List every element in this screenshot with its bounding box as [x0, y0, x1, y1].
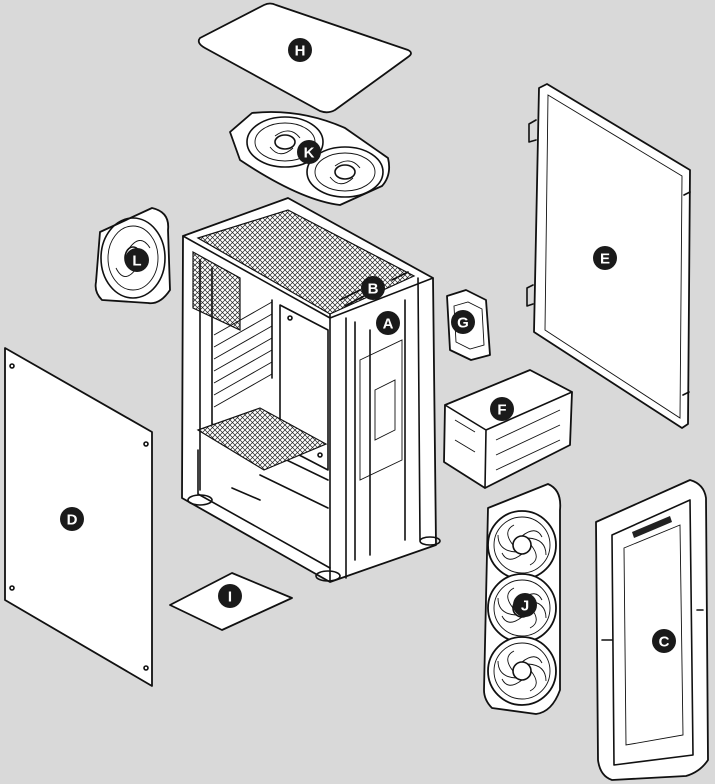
badge-f: F — [490, 397, 514, 421]
badge-l: L — [125, 248, 149, 272]
badge-b-label: B — [368, 281, 379, 298]
badge-g: G — [451, 310, 475, 334]
badge-c-label: C — [659, 634, 670, 651]
badge-e-label: E — [600, 251, 610, 268]
badge-d: D — [60, 507, 84, 531]
badge-d-label: D — [67, 512, 78, 529]
part-c-front-panel — [596, 480, 708, 780]
badge-h: H — [288, 38, 312, 62]
badge-b: B — [361, 276, 385, 300]
badge-j: J — [513, 593, 537, 617]
main-chassis — [182, 198, 440, 582]
badge-i-label: I — [228, 589, 232, 606]
part-f-drive-cage — [444, 370, 572, 488]
badge-i: I — [218, 584, 242, 608]
badge-e: E — [593, 246, 617, 270]
badge-k: K — [297, 140, 321, 164]
badge-j-label: J — [521, 598, 529, 615]
badge-f-label: F — [497, 402, 506, 419]
badge-k-label: K — [304, 145, 315, 162]
badge-h-label: H — [295, 43, 306, 60]
badge-l-label: L — [132, 253, 141, 270]
badge-g-label: G — [457, 315, 469, 332]
badge-a-label: A — [383, 316, 394, 333]
badge-a: A — [376, 311, 400, 335]
badge-c: C — [652, 629, 676, 653]
